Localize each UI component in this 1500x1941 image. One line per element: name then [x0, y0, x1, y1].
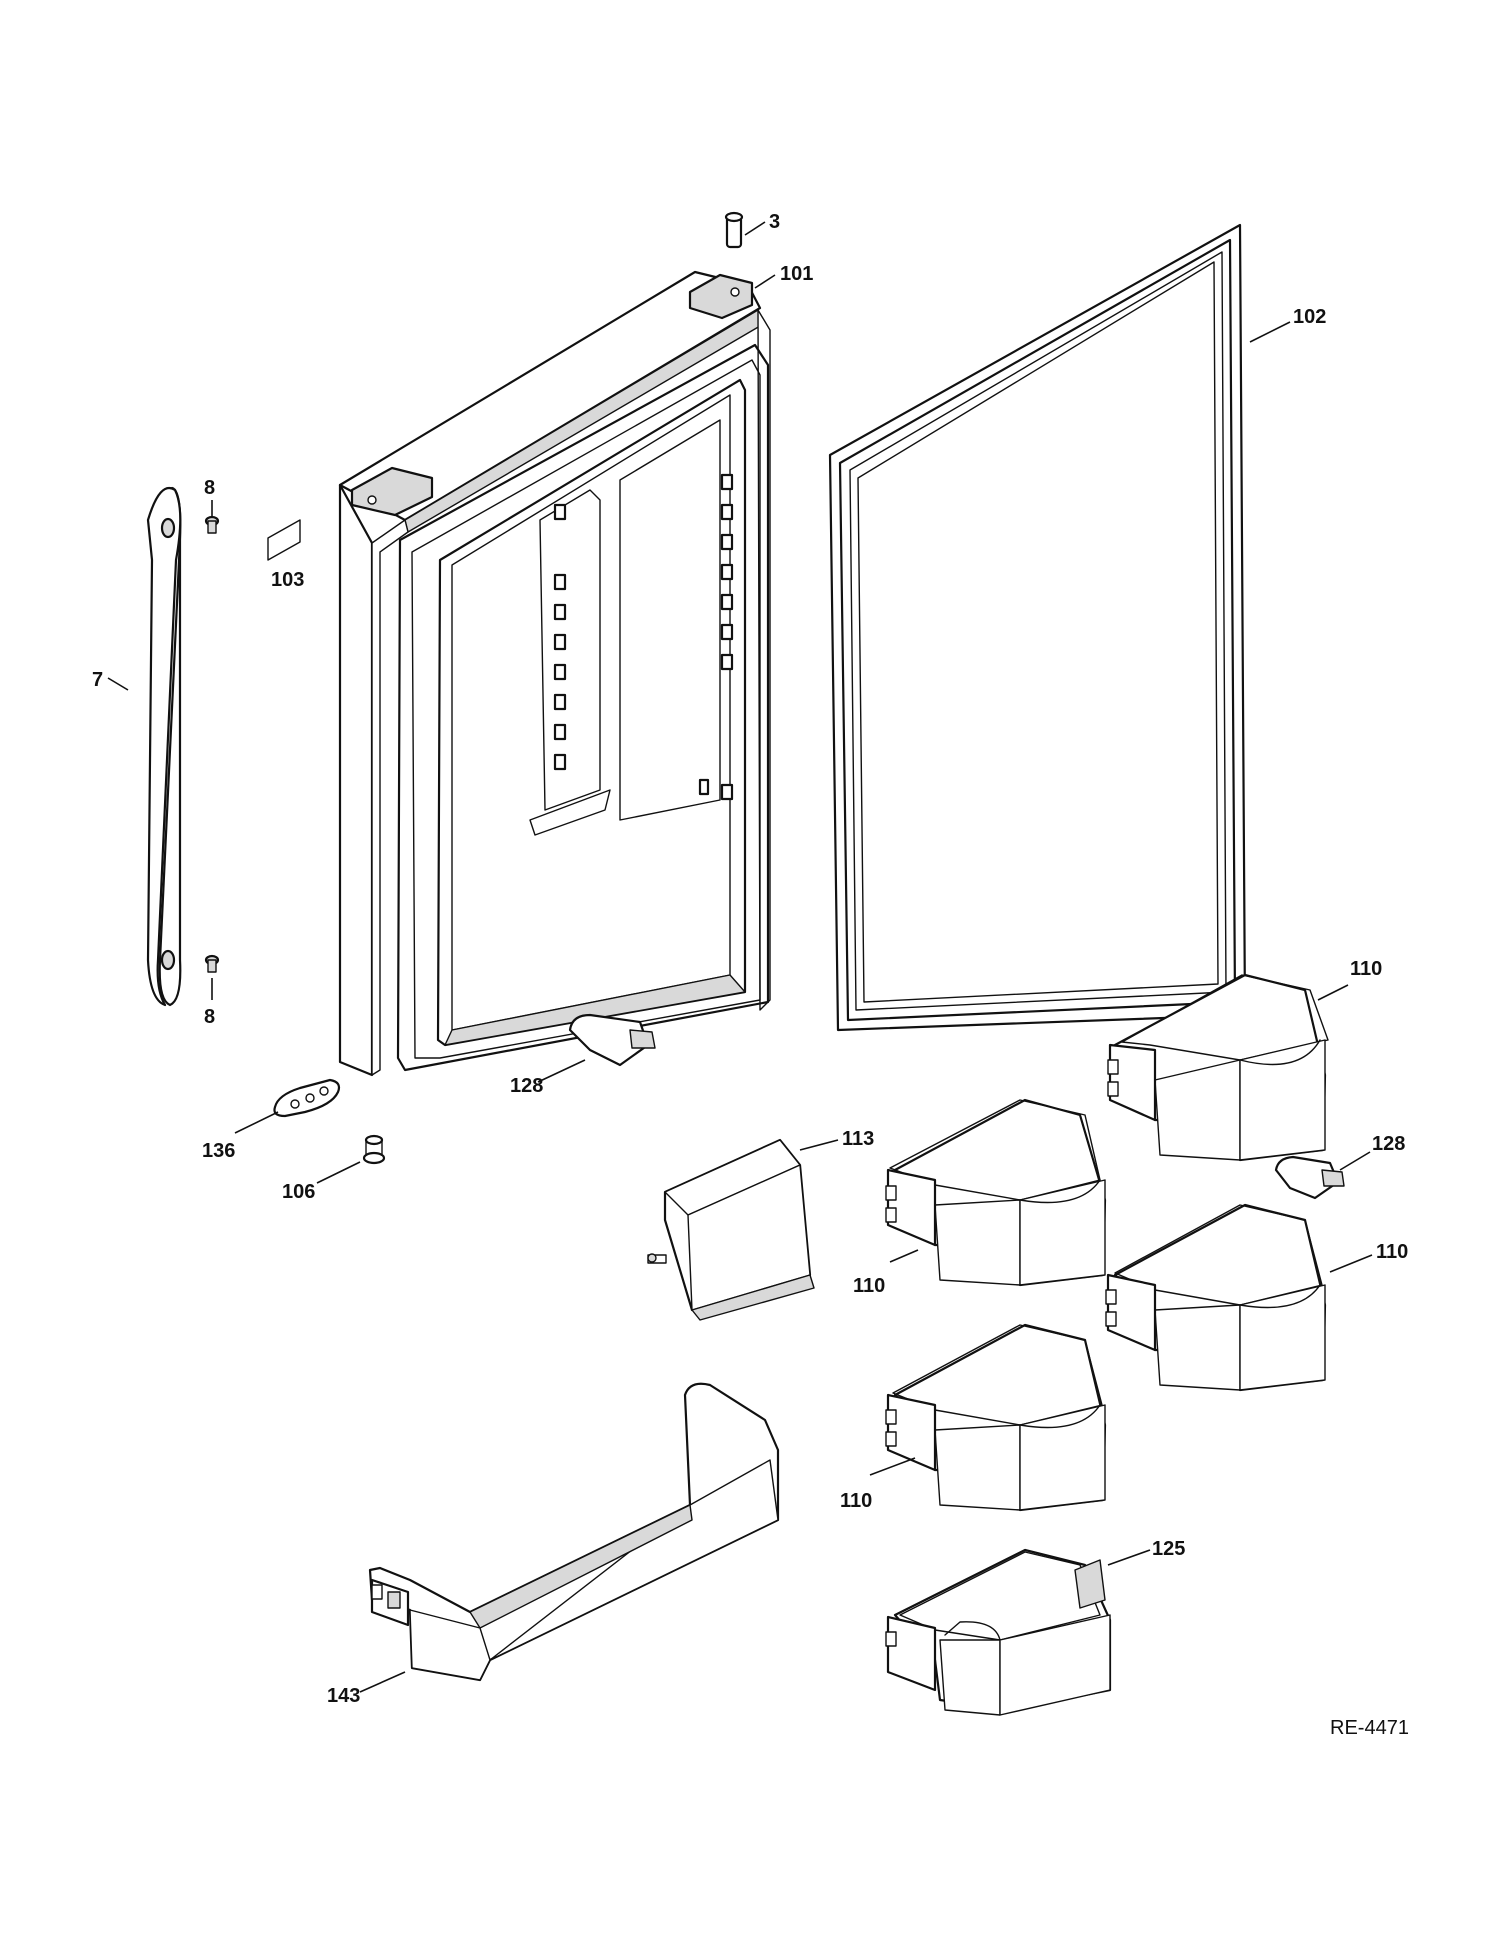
dairy-door-part — [647, 1138, 815, 1321]
callout-106: 106 — [282, 1181, 315, 1203]
hinge-plate-part — [273, 1078, 341, 1118]
callout-125: 125 — [1152, 1538, 1185, 1560]
leader-lines — [107, 221, 1373, 1693]
stopper-part-a — [568, 1013, 656, 1067]
door-gasket-part — [828, 223, 1247, 1032]
callout-113: 113 — [842, 1128, 874, 1150]
screw-bottom-part — [204, 954, 220, 973]
stopper-part-b — [1274, 1155, 1345, 1200]
small-bin-part — [885, 1548, 1112, 1716]
callout-110-middle-right: 110 — [1376, 1241, 1408, 1263]
door-handle-part — [146, 486, 182, 1007]
callout-110-lower-left: 110 — [840, 1490, 872, 1512]
screw-top-part — [204, 515, 220, 534]
callout-128-top: 128 — [510, 1075, 543, 1097]
door-bin-part-middle-right — [1105, 1203, 1327, 1392]
callout-110-top-right: 110 — [1350, 958, 1382, 980]
callout-labels: 3 101 102 8 103 7 8 110 128 136 113 128 … — [92, 211, 1409, 1739]
callout-103: 103 — [271, 569, 304, 591]
callout-7: 7 — [92, 669, 103, 691]
door-bin-part-lower-left — [885, 1323, 1107, 1512]
callout-136: 136 — [202, 1140, 235, 1162]
label-part — [267, 519, 301, 561]
callout-3: 3 — [769, 211, 780, 233]
callout-143: 143 — [327, 1685, 360, 1707]
callout-8-top: 8 — [204, 477, 215, 499]
callout-110-middle-left: 110 — [853, 1275, 885, 1297]
callout-101: 101 — [780, 263, 813, 285]
door-bin-part-middle-left — [885, 1098, 1107, 1287]
hinge-pin-part — [724, 211, 744, 249]
callout-128-right: 128 — [1372, 1133, 1405, 1155]
callout-8-bottom: 8 — [204, 1006, 215, 1028]
callout-102: 102 — [1293, 306, 1326, 328]
door-frame-part — [338, 270, 771, 1077]
door-bin-part-top-right — [1107, 973, 1329, 1162]
large-door-bin-part — [368, 1382, 780, 1682]
reference-code: RE-4471 — [1330, 1717, 1409, 1739]
bushing-part — [362, 1134, 386, 1165]
